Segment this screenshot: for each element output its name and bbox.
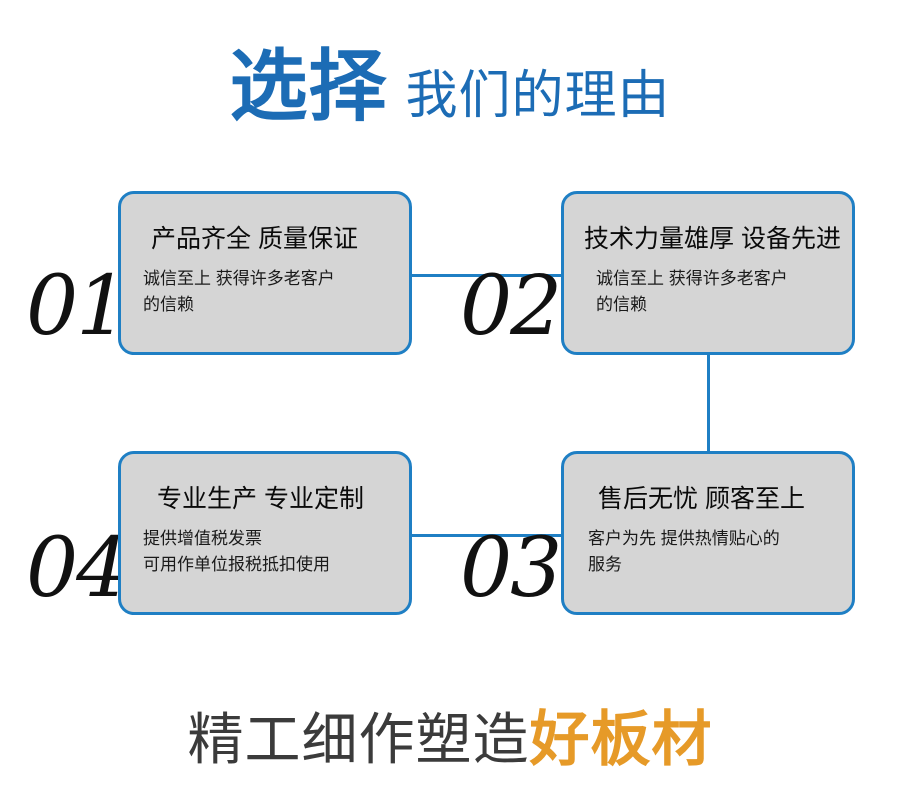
feature-card-title: 技术力量雄厚 设备先进 bbox=[584, 225, 841, 253]
feature-card-02: 技术力量雄厚 设备先进 诚信至上 获得许多老客户 的信赖 bbox=[561, 191, 855, 355]
footer-tagline-main: 精工细作塑造 bbox=[187, 708, 530, 771]
feature-card-title: 售后无忧 顾客至上 bbox=[598, 485, 805, 513]
feature-card-04: 专业生产 专业定制 提供增值税发票 可用作单位报税抵扣使用 bbox=[118, 451, 412, 615]
header-title-strong: 选择 bbox=[229, 42, 388, 132]
feature-card-body-line: 客户为先 提供热情贴心的 bbox=[588, 528, 780, 548]
feature-card-body: 客户为先 提供热情贴心的 服务 bbox=[582, 526, 834, 579]
card-number-02: 02 bbox=[460, 259, 562, 354]
feature-card-body: 诚信至上 获得许多老客户 的信赖 bbox=[139, 266, 391, 319]
feature-card-body-line: 提供增值税发票 bbox=[143, 528, 262, 548]
feature-card-body: 诚信至上 获得许多老客户 的信赖 bbox=[582, 266, 834, 319]
connector-line-card2-card3 bbox=[707, 350, 710, 460]
connector-line-card1-card2 bbox=[400, 274, 570, 277]
card-number-03: 03 bbox=[460, 521, 562, 616]
feature-card-01: 产品齐全 质量保证 诚信至上 获得许多老客户 的信赖 bbox=[118, 191, 412, 355]
feature-card-body-line: 诚信至上 获得许多老客户 bbox=[596, 268, 788, 288]
feature-card-title: 专业生产 专业定制 bbox=[157, 485, 364, 513]
feature-card-03: 售后无忧 顾客至上 客户为先 提供热情贴心的 服务 bbox=[561, 451, 855, 615]
feature-card-body-line: 的信赖 bbox=[596, 294, 647, 314]
page-footer-tagline: 精工细作塑造 好板材 bbox=[0, 700, 900, 780]
connector-line-card4-card3 bbox=[400, 534, 570, 537]
feature-card-body-line: 诚信至上 获得许多老客户 bbox=[143, 268, 335, 288]
feature-card-body-line: 服务 bbox=[588, 554, 622, 574]
feature-card-body-line: 的信赖 bbox=[143, 294, 194, 314]
feature-card-body-line: 可用作单位报税抵扣使用 bbox=[143, 554, 330, 574]
card-number-04: 04 bbox=[26, 521, 128, 616]
card-number-01: 01 bbox=[26, 259, 128, 354]
header-title-light: 我们的理由 bbox=[405, 67, 671, 125]
feature-card-body: 提供增值税发票 可用作单位报税抵扣使用 bbox=[139, 526, 391, 579]
footer-tagline-accent: 好板材 bbox=[529, 705, 713, 775]
page-header: 选择 我们的理由 bbox=[0, 48, 900, 148]
feature-card-title: 产品齐全 质量保证 bbox=[151, 225, 358, 253]
